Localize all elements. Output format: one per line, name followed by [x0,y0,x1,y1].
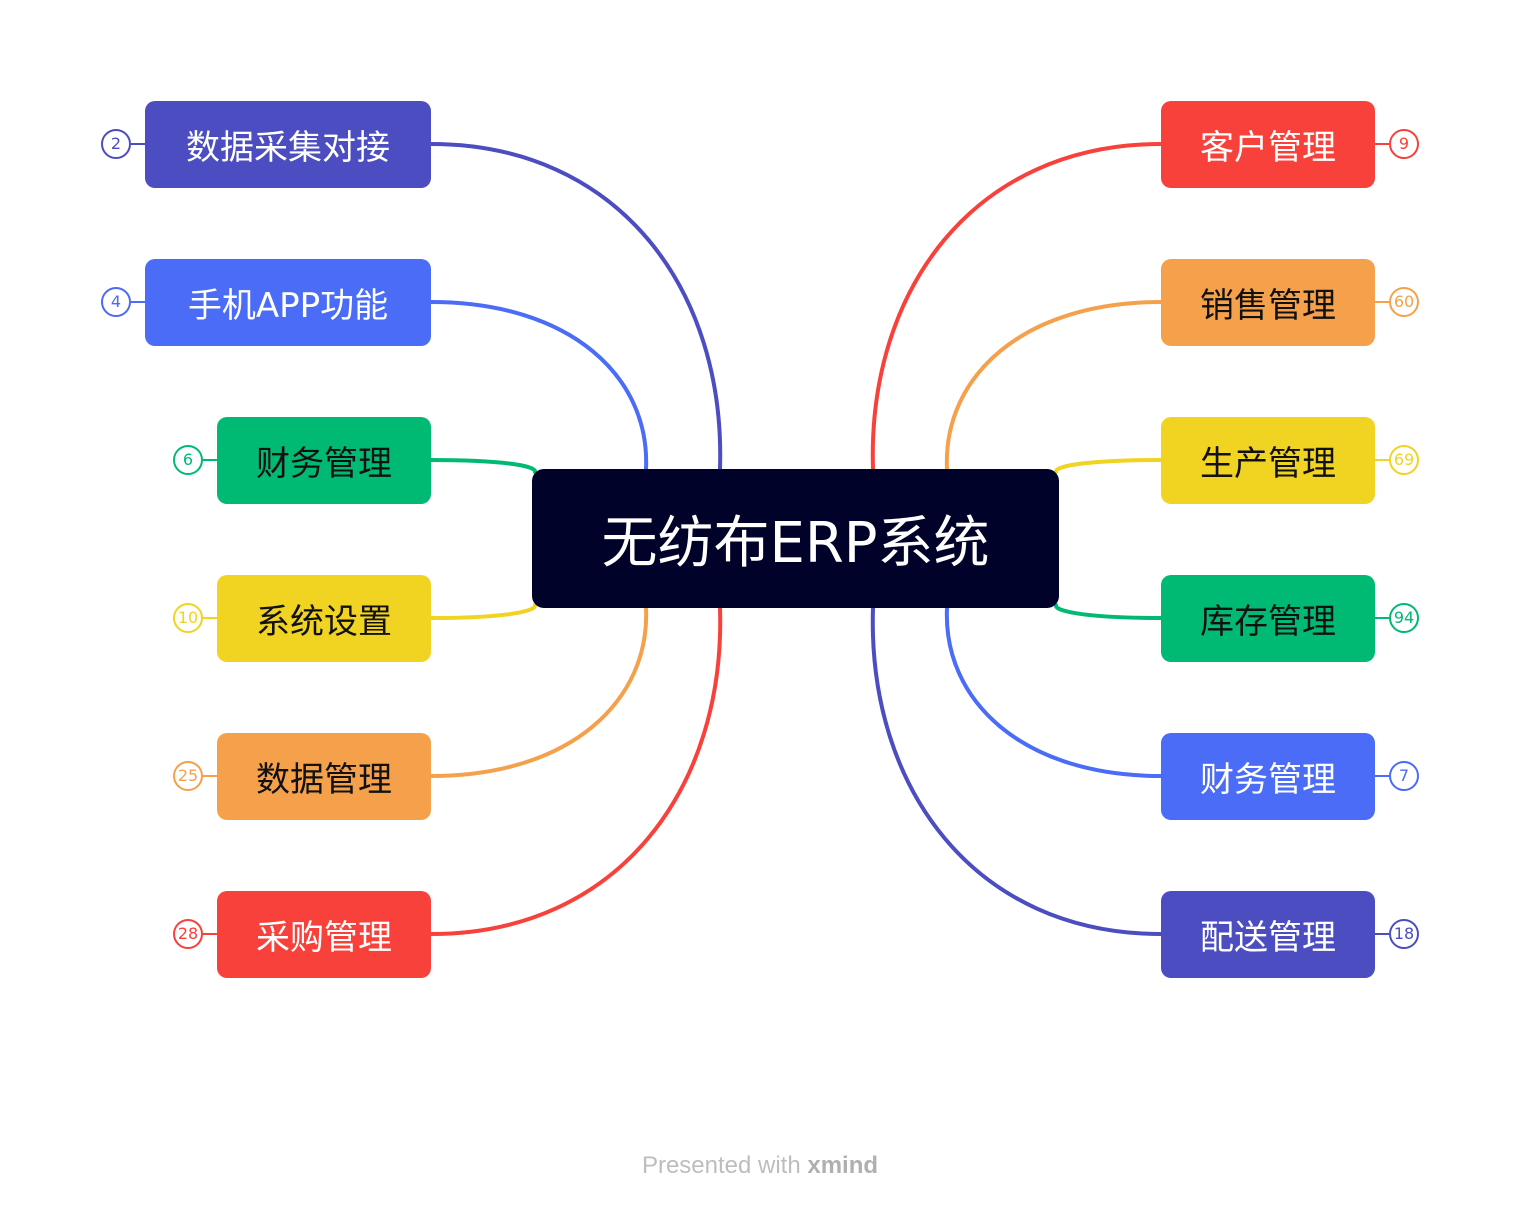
topic-label: 配送管理 [1200,917,1336,958]
topic-label: 采购管理 [256,917,392,958]
topic-right-2[interactable]: 生产管理 [1161,416,1375,504]
footer-brand: xmind [807,1152,879,1179]
collapse-count-badge[interactable]: 2 [101,129,131,159]
central-topic[interactable]: 无纺布ERP系统 [532,469,1059,608]
collapse-count-badge[interactable]: 4 [101,287,131,317]
footer-credit: Presented with xmind [0,1152,1520,1180]
topic-right-5[interactable]: 配送管理 [1161,890,1375,978]
topic-label: 财务管理 [1200,759,1336,800]
connector-right-1 [944,300,1163,471]
topic-label: 生产管理 [1200,443,1336,484]
connector-left-2 [429,458,537,474]
collapse-count-badge[interactable]: 60 [1389,287,1419,317]
topic-left-5[interactable]: 采购管理 [217,890,431,978]
topic-label: 销售管理 [1200,285,1336,326]
topic-right-3[interactable]: 库存管理 [1161,574,1375,662]
connector-right-3 [1054,603,1163,620]
connector-left-0 [429,142,723,471]
topic-label: 系统设置 [256,601,392,642]
topic-left-2[interactable]: 财务管理 [217,416,431,504]
collapse-count-badge[interactable]: 6 [173,445,203,475]
footer-prefix: Presented with [641,1152,808,1179]
connector-left-1 [429,300,649,471]
central-topic-label: 无纺布ERP系统 [601,511,990,576]
topic-label: 客户管理 [1200,127,1336,168]
collapse-count-badge[interactable]: 7 [1389,761,1419,791]
collapse-count-badge[interactable]: 69 [1389,445,1419,475]
topic-left-1[interactable]: 手机APP功能 [145,258,431,346]
topic-label: 库存管理 [1200,601,1336,642]
topic-label: 手机APP功能 [187,285,389,326]
topic-label: 数据采集对接 [186,127,390,168]
topic-right-1[interactable]: 销售管理 [1161,258,1375,346]
collapse-count-badge[interactable]: 28 [173,919,203,949]
collapse-count-badge[interactable]: 94 [1389,603,1419,633]
topic-label: 数据管理 [256,759,392,800]
collapse-count-badge[interactable]: 18 [1389,919,1419,949]
connector-right-0 [870,142,1163,471]
topic-left-4[interactable]: 数据管理 [217,732,431,820]
connector-right-5 [870,606,1163,936]
collapse-count-badge[interactable]: 25 [173,761,203,791]
connector-right-2 [1054,458,1163,474]
connector-left-5 [429,606,723,936]
topic-left-0[interactable]: 数据采集对接 [145,100,431,188]
topic-right-0[interactable]: 客户管理 [1161,100,1375,188]
connector-left-4 [429,606,649,778]
topic-right-4[interactable]: 财务管理 [1161,732,1375,820]
collapse-count-badge[interactable]: 10 [173,603,203,633]
topic-left-3[interactable]: 系统设置 [217,574,431,662]
collapse-count-badge[interactable]: 9 [1389,129,1419,159]
connector-left-3 [429,603,537,620]
connector-right-4 [944,606,1163,778]
topic-label: 财务管理 [256,443,392,484]
